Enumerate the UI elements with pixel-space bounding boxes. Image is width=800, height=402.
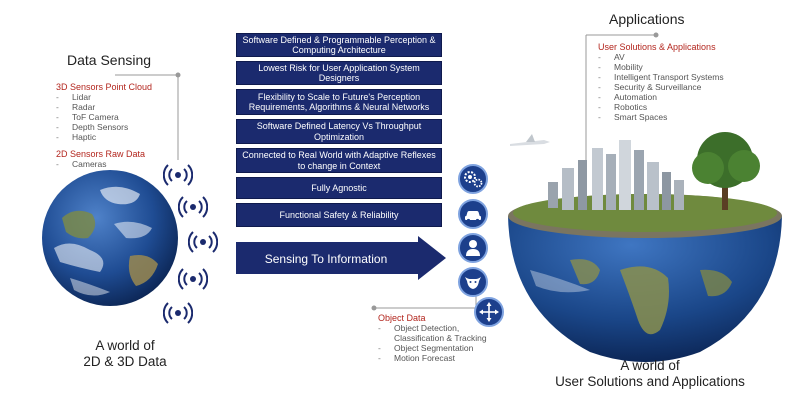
list-item: Object Detection, Classification & Track… [378,323,528,343]
feature-box: Flexibility to Scale to Future's Percept… [236,89,442,115]
caption-line: 2D & 3D Data [83,354,167,369]
person-icon [458,233,488,263]
feature-box: Functional Safety & Reliability [236,203,442,227]
sensor-group-heading: 3D Sensors Point Cloud [56,82,153,92]
list-item: Depth Sensors [56,122,152,132]
applications-list: AV Mobility Intelligent Transport System… [598,52,724,122]
feature-box: Lowest Risk for User Application System … [236,61,442,85]
half-globe-city-icon [508,132,782,362]
car-icon [458,199,488,229]
sensor-list: Lidar Radar ToF Camera Depth Sensors Hap… [56,92,152,142]
caption-line: A world of [95,338,155,353]
cow-icon [458,267,488,297]
list-item: Cameras [56,159,145,169]
arrow-label: Sensing To Information [264,252,388,266]
caption-line: A world of [620,358,680,373]
list-item: Object Segmentation [378,343,528,353]
applications-title: Applications [609,11,685,27]
sensor-group-2d: 2D Sensors Raw Data Cameras [56,149,145,169]
data-sensing-title: Data Sensing [67,52,152,68]
signal-wave-icon [163,164,193,186]
feature-box: Connected to Real World with Adaptive Re… [236,148,442,173]
gears-icon [458,164,488,194]
applications-block: User Solutions & Applications AV Mobilit… [598,42,724,122]
list-item: AV [598,52,724,62]
signal-wave-icon [163,302,193,324]
sensor-list: Cameras [56,159,145,169]
feature-box: Software Defined Latency Vs Throughput O… [236,119,442,144]
list-item: Motion Forecast [378,353,528,363]
signal-wave-icon [188,231,218,253]
object-data-list: Object Detection, Classification & Track… [378,323,528,363]
list-item: Haptic [56,132,152,142]
left-caption: A world of 2D & 3D Data [60,338,190,370]
sensor-group-heading: 2D Sensors Raw Data [56,149,146,159]
signal-wave-icon [178,268,208,290]
object-data-block: Object Data Object Detection, Classifica… [378,313,528,363]
earth-globe-icon [42,170,178,306]
list-item: Robotics [598,102,724,112]
object-data-heading: Object Data [378,313,426,323]
list-item: Mobility [598,62,724,72]
list-item: Security & Surveillance [598,82,724,92]
list-item: ToF Camera [56,112,152,122]
list-item: Automation [598,92,724,102]
list-item: Radar [56,102,152,112]
feature-box: Fully Agnostic [236,177,442,199]
list-item: Smart Spaces [598,112,724,122]
list-item-text: Object Detection, Classification & Track… [394,323,487,343]
sensing-arrow-icon [236,236,446,280]
sensor-group-3d: 3D Sensors Point Cloud Lidar Radar ToF C… [56,82,152,142]
list-item: Lidar [56,92,152,102]
list-item: Intelligent Transport Systems [598,72,724,82]
caption-line: User Solutions and Applications [555,374,745,389]
applications-heading: User Solutions & Applications [598,42,716,52]
right-caption: A world of User Solutions and Applicatio… [540,358,760,390]
feature-box: Software Defined & Programmable Percepti… [236,33,442,57]
move-arrows-icon [474,297,504,327]
signal-wave-icon [178,196,208,218]
